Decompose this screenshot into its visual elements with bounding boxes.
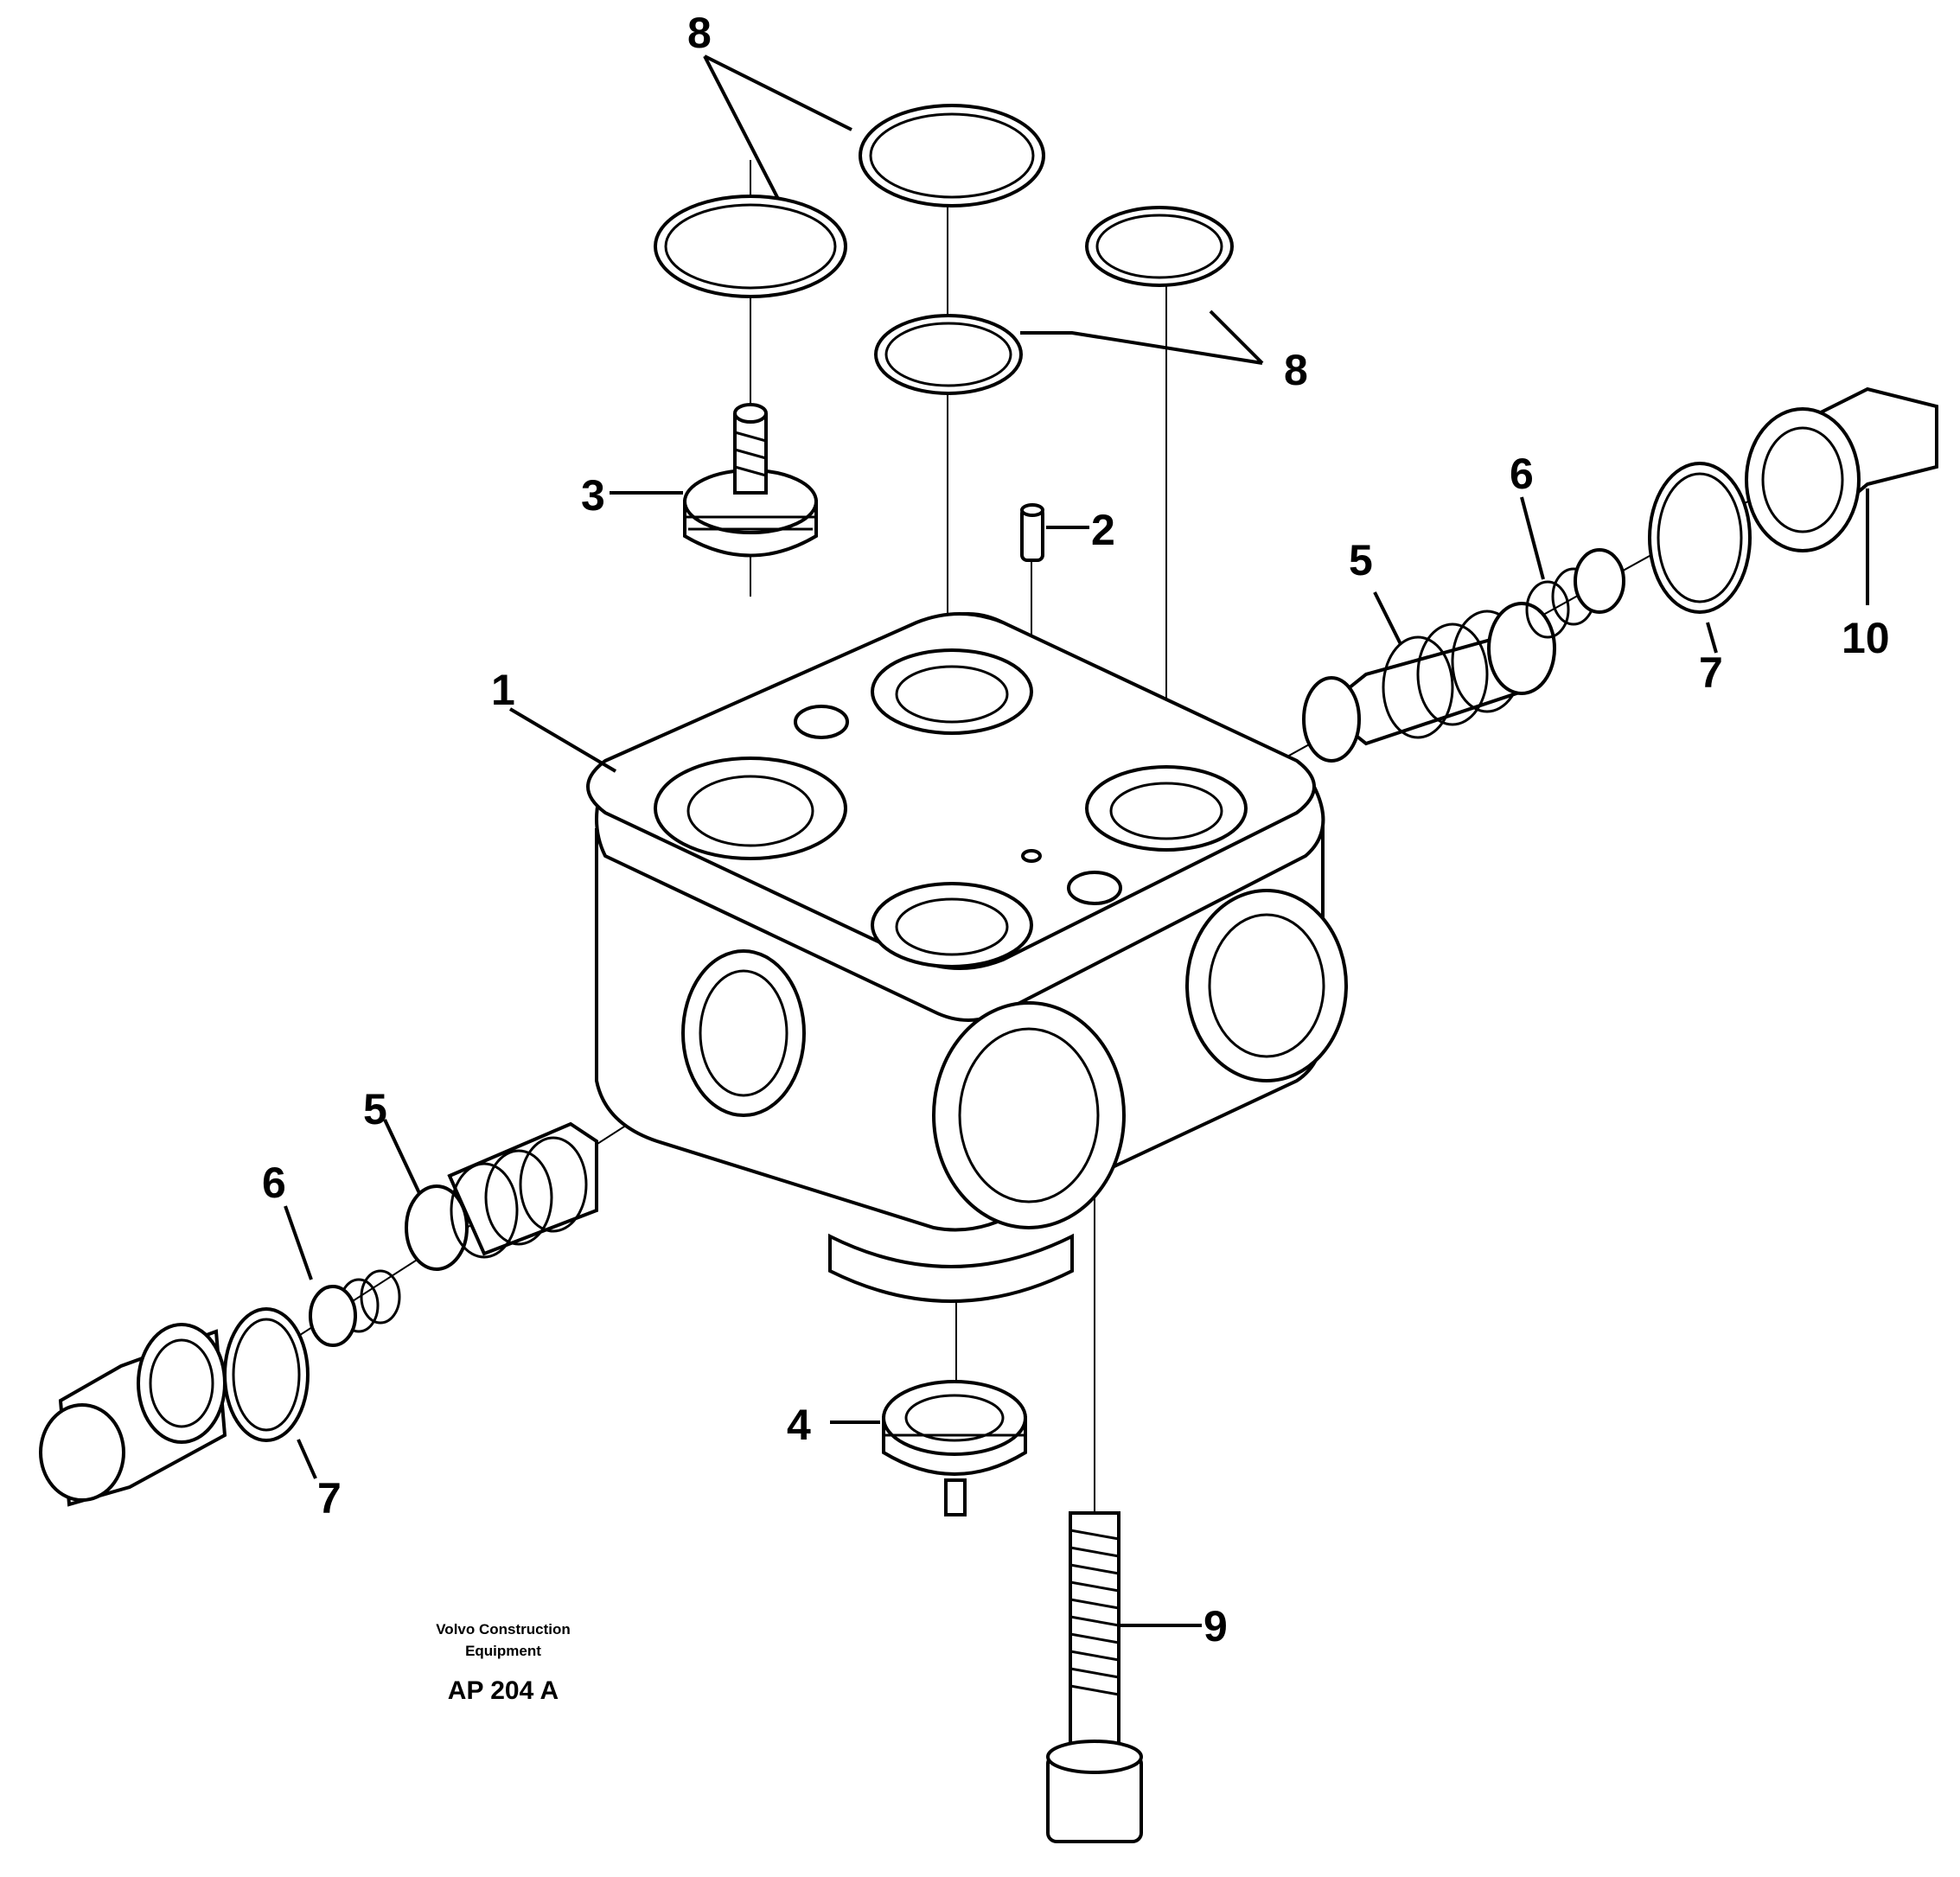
callout-1: 1 xyxy=(491,666,515,714)
valve-housing xyxy=(586,612,1348,1303)
callout-2: 2 xyxy=(1091,506,1115,554)
callout-6-right: 6 xyxy=(1510,450,1534,498)
callout-8-right: 8 xyxy=(1284,346,1308,394)
callout-9: 9 xyxy=(1203,1602,1228,1650)
socket-head-bolt xyxy=(1046,1511,1143,1843)
callout-7-left: 7 xyxy=(317,1474,342,1523)
o-ring-8c xyxy=(874,314,1023,395)
locating-pin xyxy=(1020,503,1044,562)
callout-numbers: 8 8 3 2 1 5 6 7 10 5 6 7 4 9 xyxy=(262,9,1890,1650)
o-ring-8b xyxy=(654,195,847,298)
callout-5-right: 5 xyxy=(1349,536,1373,584)
drawing-caption: Volvo Construction Equipment AP 204 A xyxy=(436,1621,571,1705)
callout-10: 10 xyxy=(1842,614,1890,662)
right-relief-valve-assembly xyxy=(1302,386,1938,763)
callout-5-left: 5 xyxy=(363,1085,387,1133)
caption-drawing-code: AP 204 A xyxy=(448,1676,559,1705)
callout-4: 4 xyxy=(787,1401,811,1449)
caption-company-line2: Equipment xyxy=(465,1643,541,1659)
lower-check-valve xyxy=(882,1380,1027,1516)
o-ring-8d xyxy=(1085,206,1234,287)
o-ring-7-left xyxy=(223,1307,310,1442)
callout-7-right: 7 xyxy=(1699,648,1723,697)
o-ring-7-right xyxy=(1648,462,1752,614)
caption-company-line1: Volvo Construction xyxy=(436,1621,571,1638)
o-ring-8a xyxy=(859,104,1045,207)
callout-3: 3 xyxy=(581,471,605,520)
o-ring-group-top xyxy=(654,104,1234,395)
callout-6-left: 6 xyxy=(262,1159,286,1207)
upper-check-valve xyxy=(683,403,818,558)
leader-lines xyxy=(284,54,1869,1627)
callout-8-top: 8 xyxy=(687,9,712,57)
left-relief-valve-assembly xyxy=(39,1121,598,1507)
